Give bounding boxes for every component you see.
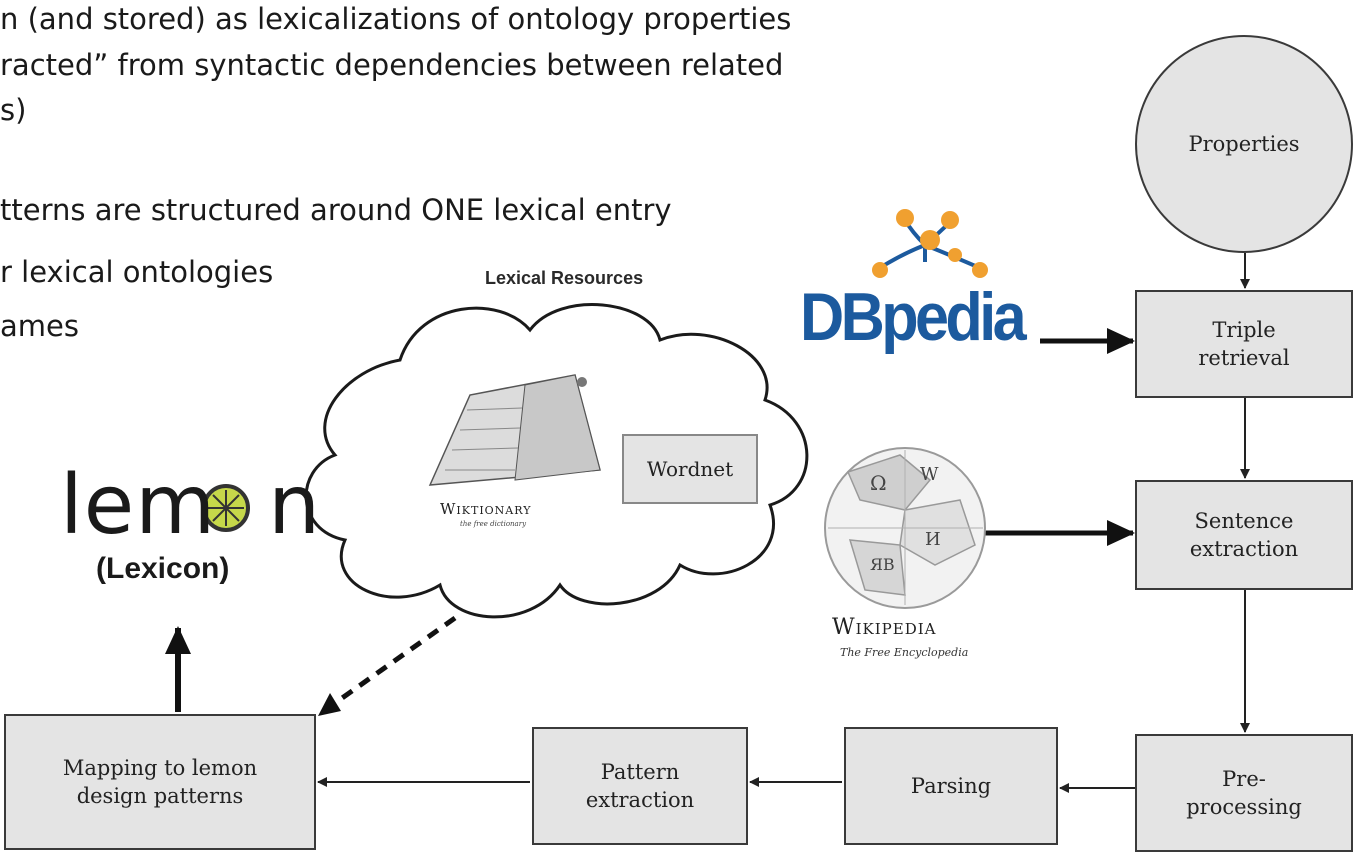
book-icon <box>428 374 601 486</box>
svg-text:ЯB: ЯB <box>870 555 895 574</box>
wikipedia-globe-icon: Ω W И ЯB <box>824 447 986 609</box>
arrow-resources-to-mapping <box>326 615 457 711</box>
wikipedia-name: Wikipedia <box>832 615 937 640</box>
dbpedia-logo: DBpedia <box>800 279 1027 355</box>
bullet-line-1: n (and stored) as lexicalizations of ont… <box>0 2 792 36</box>
svg-text:И: И <box>925 529 941 550</box>
wiktionary-name: Wiktionary <box>440 500 532 518</box>
bullet-line-5: r lexical ontologies <box>0 255 274 289</box>
arrow-resources-head <box>318 693 341 716</box>
sentence-extraction-box: Sentence extraction <box>1135 480 1353 590</box>
pattern-extraction-box: Pattern extraction <box>532 727 748 845</box>
svg-text:W: W <box>920 464 939 485</box>
bullet-line-4: tterns are structured around ONE lexical… <box>0 193 672 227</box>
lemon-logo-text: lemon <box>60 465 320 547</box>
triple-retrieval-box: Triple retrieval <box>1135 290 1353 398</box>
lexicon-label: (Lexicon) <box>96 552 230 585</box>
lemon-slice-icon <box>202 484 250 532</box>
svg-text:Ω: Ω <box>870 471 887 495</box>
bullet-line-6: ames <box>0 309 79 343</box>
bullet-line-3: s) <box>0 93 27 127</box>
parsing-box: Parsing <box>844 727 1058 845</box>
wiktionary-tagline: the free dictionary <box>460 520 527 528</box>
wordnet-box: Wordnet <box>622 434 758 504</box>
bullet-line-2: racted” from syntactic dependencies betw… <box>0 48 784 82</box>
lexical-resources-title: Lexical Resources <box>485 268 644 288</box>
mapping-box: Mapping to lemon design patterns <box>4 714 316 850</box>
properties-node: Properties <box>1135 35 1353 253</box>
dbpedia-tree-icon <box>872 209 988 278</box>
wikipedia-tagline: The Free Encyclopedia <box>840 646 969 659</box>
preprocessing-box: Pre-processing <box>1135 734 1353 852</box>
